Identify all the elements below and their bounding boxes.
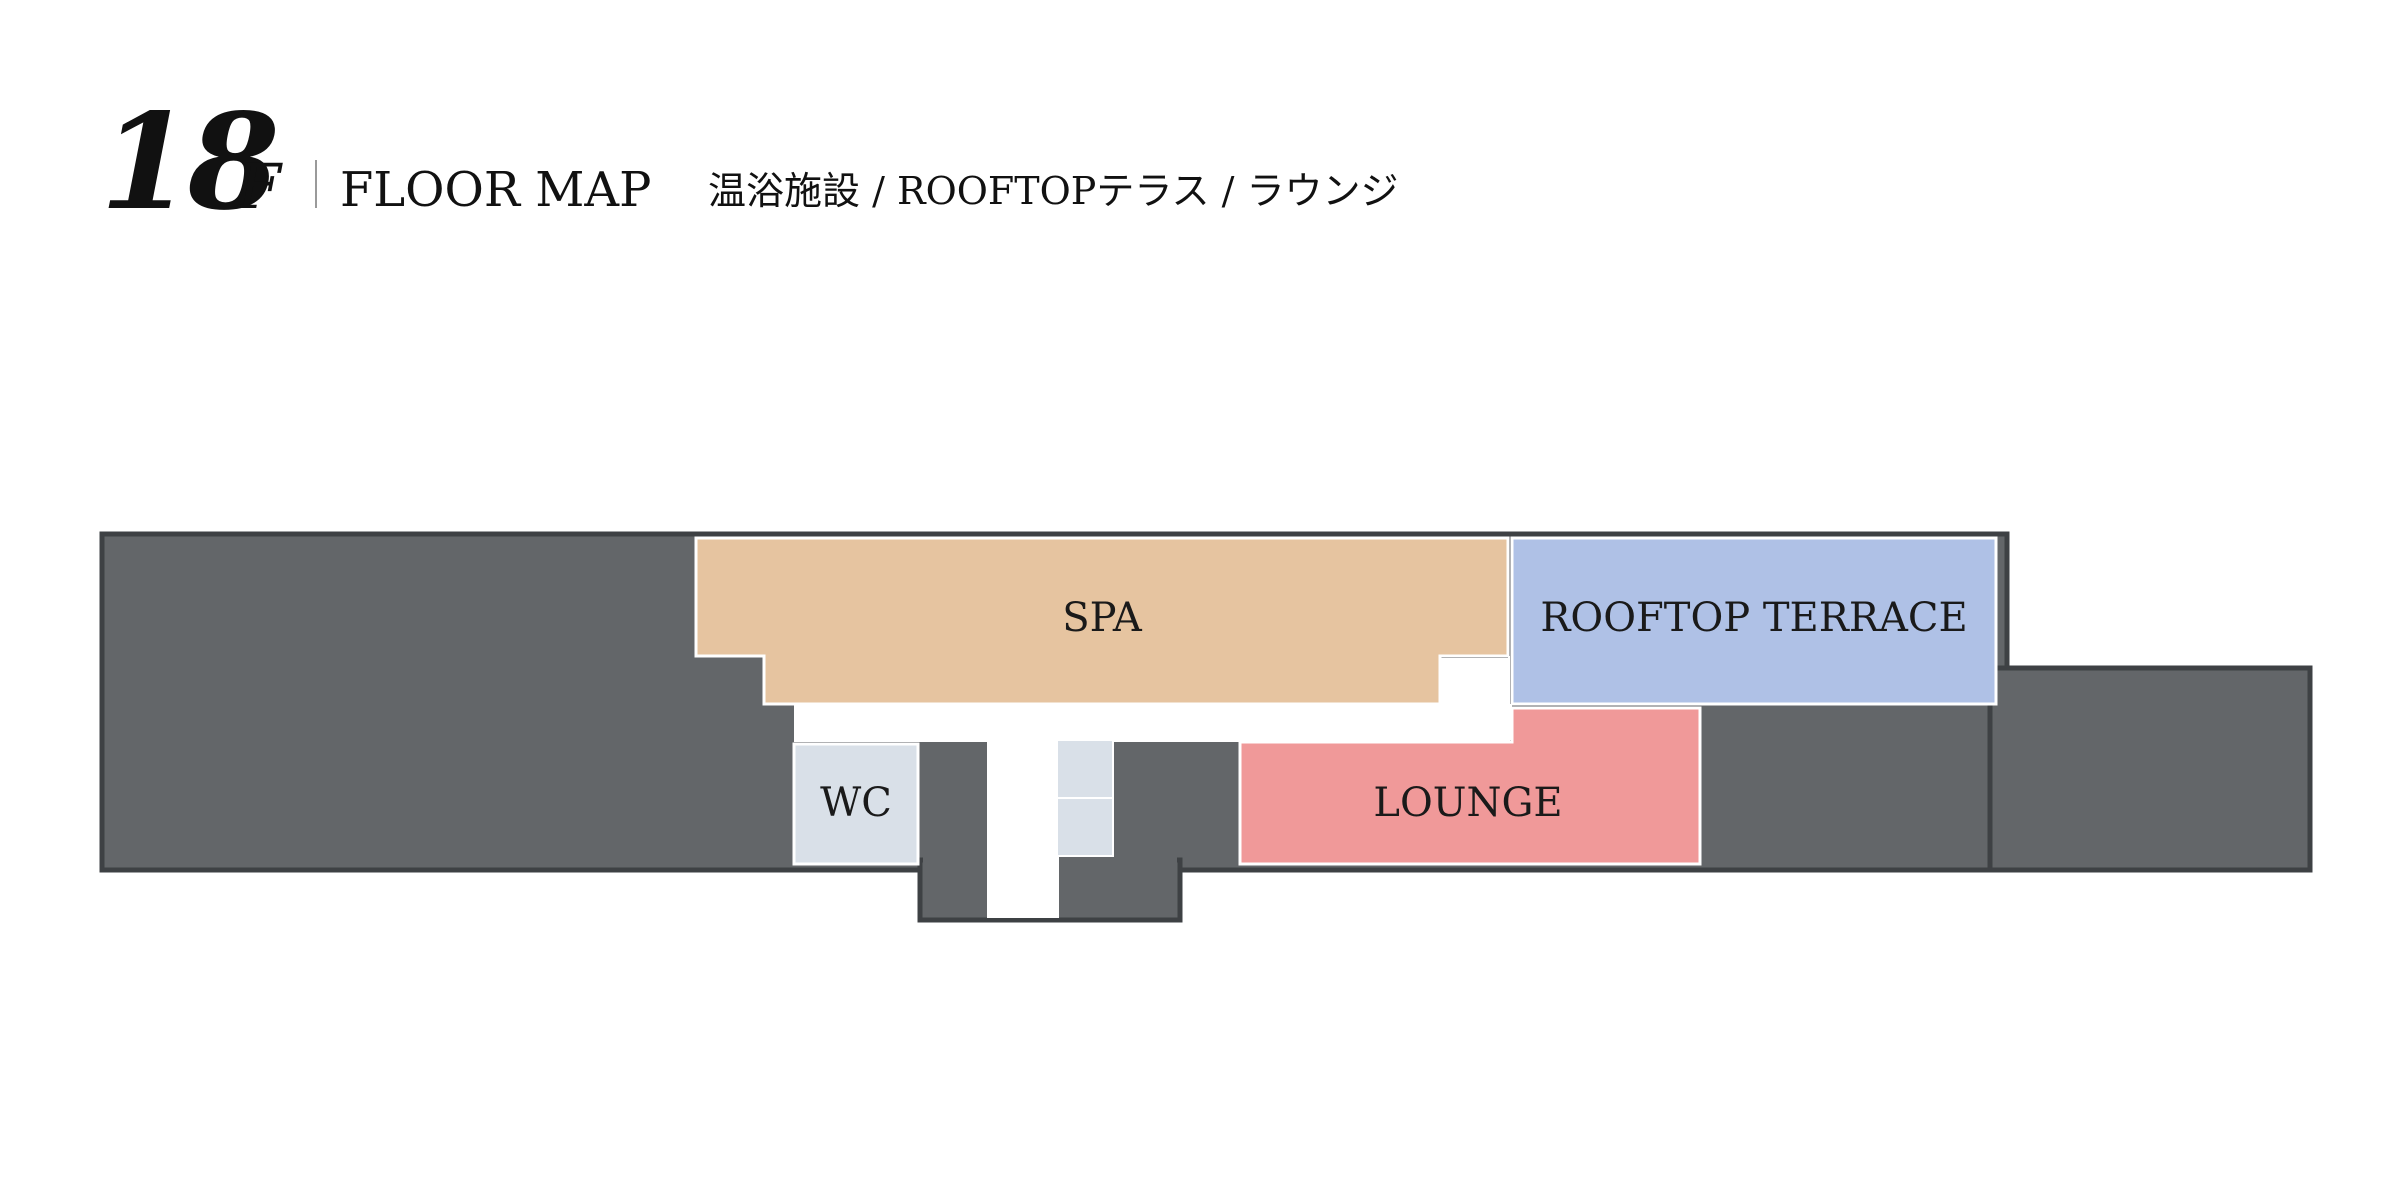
building-seam-fill: [1993, 671, 2033, 867]
building-right-wing: [1987, 665, 2313, 873]
room-rooftop-terrace-label: ROOFTOP TERRACE: [1540, 595, 1967, 641]
page-header: 18 F FLOOR MAP 温浴施設 / ROOFTOPテラス / ラウンジ: [100, 85, 1399, 240]
elevator-lower: [1056, 797, 1114, 857]
corridors: [794, 656, 1512, 918]
room-lounge[interactable]: [1238, 706, 1702, 866]
rooms: SPA ROOFTOP TERRACE LOUNGE WC: [694, 536, 1998, 866]
room-rooftop-terrace[interactable]: [1510, 536, 1998, 706]
room-lounge-label: LOUNGE: [1373, 780, 1562, 826]
corridor-main: [794, 700, 1510, 742]
floor-number: 18: [100, 85, 277, 240]
floor-unit: F: [237, 150, 283, 223]
room-wc-label: WC: [820, 780, 892, 826]
page-title: FLOOR MAP: [340, 162, 651, 218]
room-wc[interactable]: [792, 742, 920, 866]
room-spa[interactable]: [694, 536, 1510, 706]
corridor-vertical: [987, 740, 1059, 918]
elevator-upper: [1056, 739, 1114, 799]
corridor-notch: [1440, 658, 1510, 704]
room-spa-label: SPA: [1062, 595, 1143, 641]
page-subtitle: 温浴施設 / ROOFTOPテラス / ラウンジ: [708, 169, 1399, 213]
